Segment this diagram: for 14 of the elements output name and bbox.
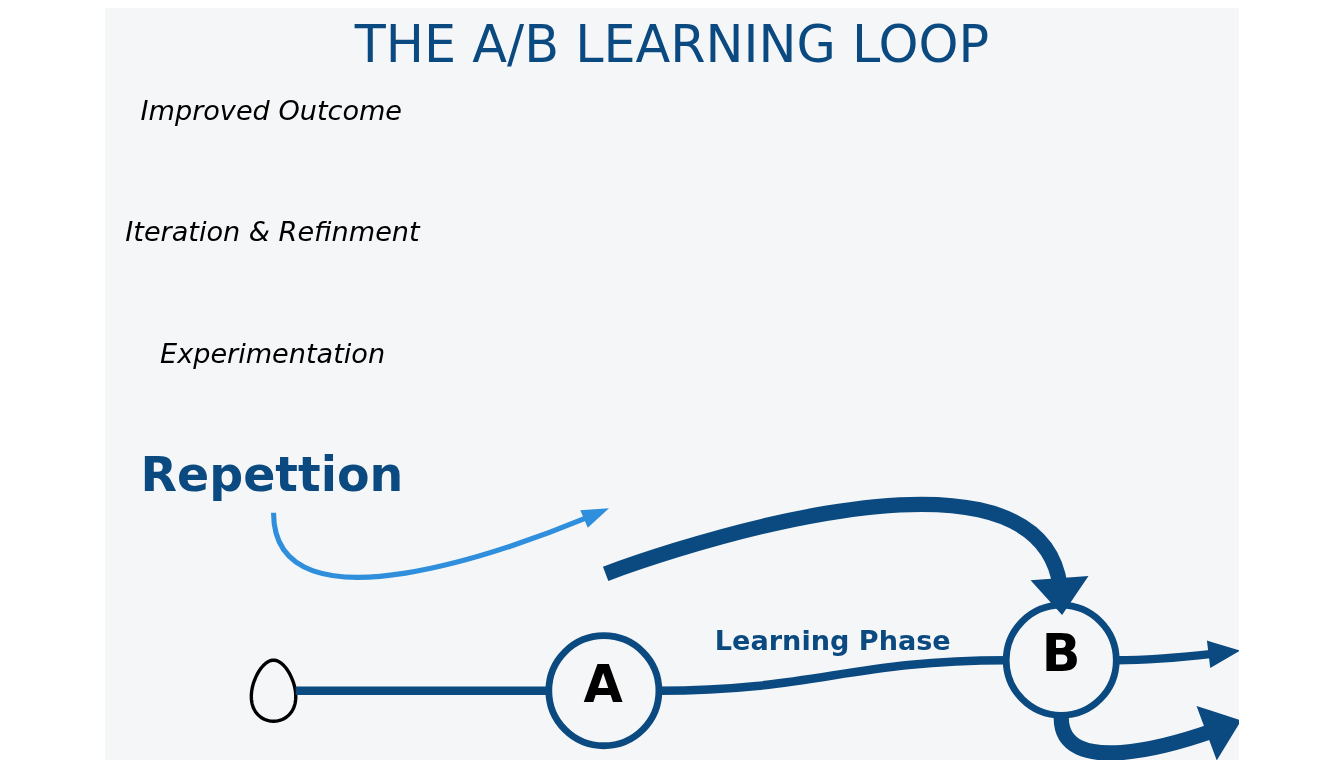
label: Experimentation: [160, 338, 386, 370]
diagram-title: THE A/B LEARNING LOOP: [354, 15, 990, 75]
node-circle: B: [1002, 601, 1120, 719]
edge-label: Learning Phase: [714, 624, 951, 656]
connector: [295, 686, 549, 695]
label: Improved Outcome: [140, 94, 403, 126]
node-circle: A: [545, 632, 663, 750]
arrow: [1053, 705, 1239, 760]
node-text: Repettion: [140, 446, 404, 502]
label: Iteration & Refinment: [125, 216, 420, 248]
arrow: [603, 496, 1089, 615]
arrow: [1116, 640, 1239, 669]
node-lightbulb: [249, 658, 298, 723]
arrow: [271, 508, 609, 580]
